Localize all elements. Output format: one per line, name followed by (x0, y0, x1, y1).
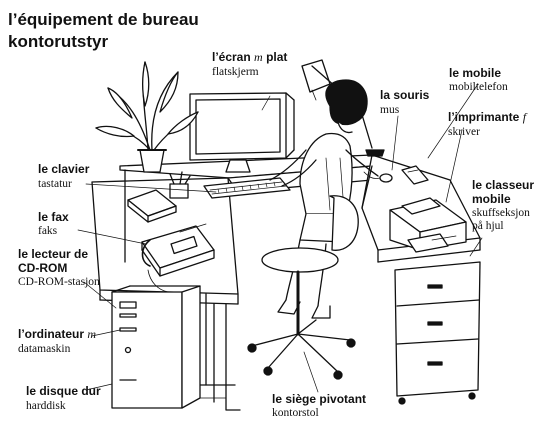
translation-classeur-line2: på hjul (472, 220, 504, 232)
label-ecran: l’écran m plat (212, 50, 287, 64)
label-disque: le disque dur (26, 384, 101, 398)
label-ordinateur: l’ordinateur m (18, 327, 96, 341)
translation-siege: kontorstol (272, 407, 319, 419)
label-imprimante: l’imprimante f (448, 110, 526, 124)
translation-clavier: tastatur (38, 178, 72, 190)
books-and-pens (127, 171, 191, 223)
classeur-mobile (394, 261, 481, 405)
label-fax: le fax (38, 210, 69, 224)
label-lecteur-line1: le lecteur de (18, 247, 89, 261)
label-ordinateur-fr: l’ordinateur (18, 327, 85, 341)
translation-mobile: mobiltelefon (449, 81, 508, 93)
label-clavier: le clavier (38, 162, 90, 176)
fax-machine (141, 223, 215, 293)
seated-woman (269, 79, 379, 319)
translation-classeur-line1: skuffseksjon (472, 207, 530, 219)
page-title: l’équipement de bureau (8, 10, 199, 29)
label-imprimante-fr: l’imprimante (448, 110, 520, 124)
label-ecran-fr: l’écran (212, 50, 251, 64)
flat-screen (189, 92, 295, 173)
label-ecran-fr-after: plat (266, 50, 288, 64)
label-ecran-gender: m (254, 50, 263, 64)
translation-disque: harddisk (26, 400, 66, 412)
keyboard (203, 177, 291, 199)
label-leader-lines (77, 83, 483, 393)
translation-lecteur: CD-ROM-stasjon (18, 276, 100, 288)
label-mobile: le mobile (449, 66, 502, 80)
page-subtitle: kontorutstyr (8, 32, 109, 51)
translation-fax: faks (38, 225, 58, 237)
printer (389, 197, 467, 253)
potted-plant (95, 61, 199, 173)
swivel-chair (247, 195, 359, 380)
label-souris: la souris (380, 88, 430, 102)
mobile-phone (401, 165, 429, 185)
label-imprimante-gender: f (522, 110, 527, 124)
mouse (363, 171, 393, 183)
label-siege: le siège pivotant (272, 392, 367, 406)
computer-tower (111, 285, 201, 409)
translation-souris: mus (380, 104, 400, 116)
label-classeur-line2: mobile (472, 192, 511, 206)
label-classeur-line1: le classeur (472, 178, 535, 192)
label-ordinateur-gender: m (87, 327, 97, 341)
label-lecteur-line2: CD-ROM (18, 261, 68, 275)
translation-ordinateur: datamaskin (18, 343, 71, 355)
translation-imprimante: skriver (448, 126, 480, 138)
translation-ecran: flatskjerm (212, 66, 259, 78)
